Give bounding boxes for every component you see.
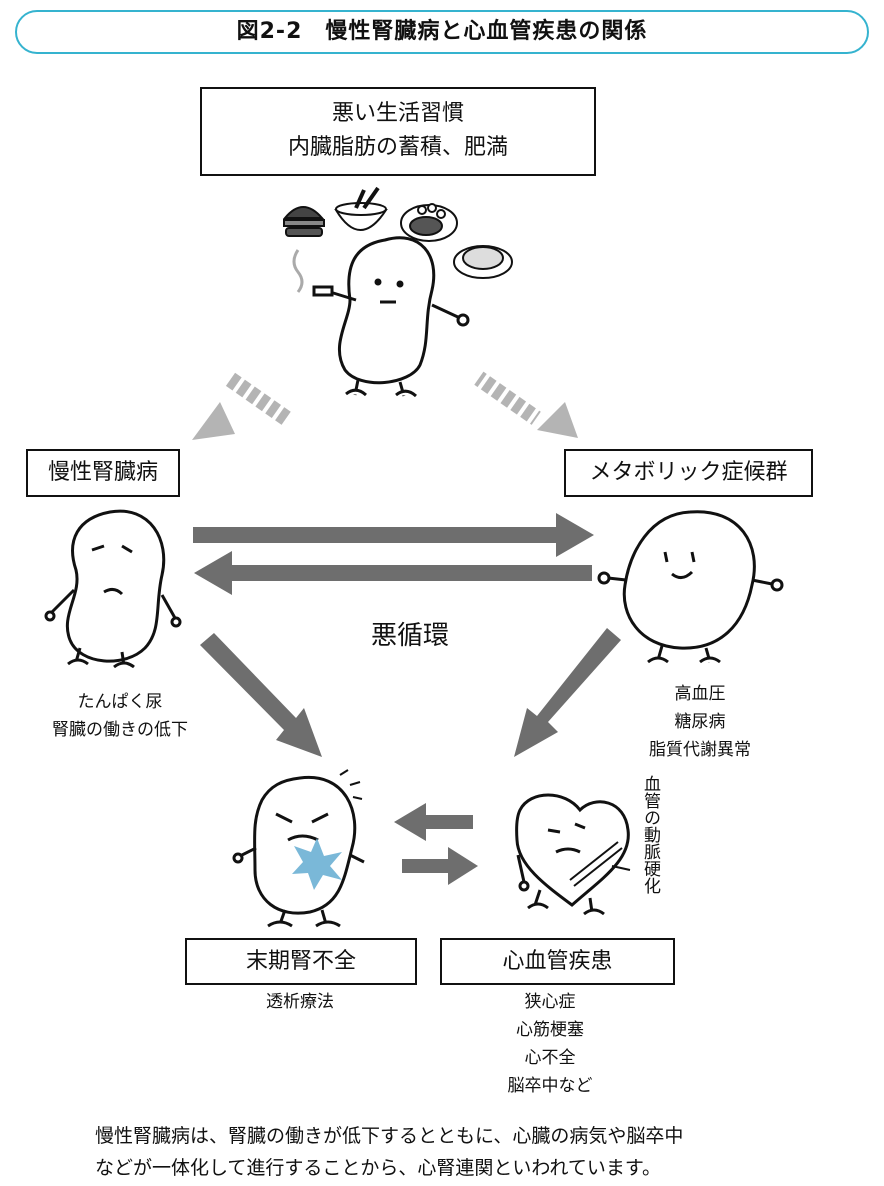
food-icons bbox=[282, 186, 513, 279]
metabolic-note: 脂質代謝異常 bbox=[649, 740, 751, 760]
bean-character-ckd bbox=[44, 509, 182, 669]
vicious-cycle-label: 悪循環 bbox=[370, 621, 449, 651]
caption-line1: 慢性腎臓病は、腎臓の働きが低下するとともに、心臓の病気や脳卒中 bbox=[95, 1125, 684, 1147]
metabolic-title: メタボリック症候群 bbox=[589, 460, 788, 485]
caption-line2: などが一体化して進行することから、心腎連関といわれています。 bbox=[95, 1157, 662, 1179]
arrow-metabolic-to-ckd bbox=[194, 551, 592, 595]
lifestyle-box: 悪い生活習慣 内臓脂肪の蓄積、肥満 bbox=[200, 87, 596, 176]
cvd-note: 狭心症 bbox=[524, 992, 576, 1012]
smoke-icon bbox=[292, 249, 304, 293]
eskd-title: 末期腎不全 bbox=[245, 949, 356, 974]
ckd-title: 慢性腎臓病 bbox=[47, 460, 158, 485]
arrow-ckd-to-eskd bbox=[200, 633, 322, 757]
lifestyle-line2: 内臓脂肪の蓄積、肥満 bbox=[287, 135, 508, 160]
dashed-arrow-left bbox=[192, 371, 291, 440]
arrow-eskd-to-cvd bbox=[402, 847, 478, 885]
arrow-ckd-to-metabolic bbox=[193, 513, 594, 557]
pain-star-icon bbox=[292, 838, 342, 890]
metabolic-note: 高血圧 bbox=[674, 684, 726, 704]
eskd-notes: 透析療法 bbox=[230, 988, 370, 1016]
heart-character-cvd bbox=[515, 793, 630, 916]
plate-icon bbox=[400, 203, 458, 242]
metabolic-note: 糖尿病 bbox=[674, 712, 726, 732]
ckd-note: たんぱく尿 bbox=[77, 692, 163, 712]
figure-caption: 慢性腎臓病は、腎臓の働きが低下するとともに、心臓の病気や脳卒中 などが一体化して… bbox=[95, 1120, 815, 1184]
burger-icon bbox=[282, 206, 325, 237]
ckd-note: 腎臓の働きの低下 bbox=[52, 720, 188, 740]
bean-character-top bbox=[312, 236, 470, 398]
eskd-box: 末期腎不全 bbox=[185, 938, 417, 985]
bean-character-eskd bbox=[232, 775, 365, 928]
cvd-box: 心血管疾患 bbox=[440, 938, 675, 985]
arrow-cvd-to-eskd bbox=[394, 803, 473, 841]
cvd-note: 心筋梗塞 bbox=[516, 1020, 584, 1040]
vessel-pointer-line bbox=[611, 865, 631, 871]
cvd-notes: 狭心症 心筋梗塞 心不全 脳卒中など bbox=[480, 988, 620, 1100]
cvd-title: 心血管疾患 bbox=[502, 949, 613, 974]
cvd-note: 心不全 bbox=[524, 1048, 576, 1068]
ckd-notes: たんぱく尿 腎臓の働きの低下 bbox=[20, 688, 220, 744]
figure-title: 図2-2 慢性腎臓病と心血管疾患の関係 bbox=[15, 10, 869, 54]
vessel-label: 血管の動脈硬化 bbox=[640, 775, 660, 894]
lifestyle-line1: 悪い生活習慣 bbox=[331, 101, 464, 126]
metabolic-box: メタボリック症候群 bbox=[564, 449, 813, 497]
fried-rice-icon bbox=[453, 245, 513, 279]
bean-character-metabolic bbox=[597, 510, 784, 664]
cvd-note: 脳卒中など bbox=[507, 1076, 593, 1096]
dashed-arrow-right bbox=[474, 371, 578, 438]
ckd-box: 慢性腎臓病 bbox=[26, 449, 180, 497]
arrow-metabolic-to-cvd bbox=[514, 628, 621, 757]
sweat-drops-icon bbox=[339, 769, 363, 800]
metabolic-notes: 高血圧 糖尿病 脂質代謝異常 bbox=[600, 680, 800, 764]
tempura-bowl-icon bbox=[334, 186, 388, 231]
eskd-note: 透析療法 bbox=[266, 992, 334, 1012]
